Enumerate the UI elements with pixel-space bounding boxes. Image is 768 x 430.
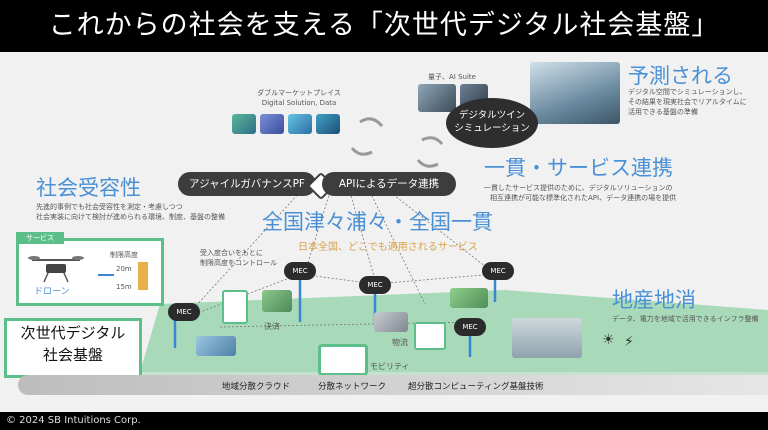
national-heading: 全国津々浦々・全国一貫 (262, 210, 493, 234)
copyright-text: © 2024 SB Intuitions Corp. (6, 415, 141, 426)
logistics-label: 物流 (392, 338, 408, 347)
city-twin-image (530, 62, 620, 124)
altitude-label: 制限高度 (110, 251, 138, 259)
consistent-service-description: 一貫したサービス提供のために、デジタルソリューションの 相互連携が可能な標準化さ… (484, 183, 676, 203)
marketplace-label-line2: Digital Solution, Data (261, 99, 337, 107)
mec-cloud-4: MEC (482, 262, 514, 280)
social-desc-line2: 社会実装に向けて検討が進められる環境、制度、基盤の整備 (36, 213, 225, 221)
drone-label: ドローン (34, 287, 70, 297)
solution-thumbnail-4 (316, 114, 340, 134)
local-heading: 地産地消 (612, 288, 696, 312)
base-item-computing-tech: 超分散コンピューティング基盤技術 (408, 382, 544, 392)
base-item-regional-cloud: 地域分散クラウド (222, 382, 291, 392)
local-description: データ、電力を地域で活用できるインフラ整備 (612, 315, 759, 323)
predict-description: デジタル空間でシミュレーションし、 その結果を現実社会でリアルタイムに 活用でき… (628, 87, 747, 117)
digital-twin-line2: シミュレーション (454, 123, 530, 134)
drone-icon (28, 256, 84, 283)
base-item-distributed-network: 分散ネットワーク (318, 382, 387, 392)
power-tower-icon: ⚡ (624, 334, 634, 350)
marketplace-label-line1: ダブルマーケットプレイス (257, 89, 341, 97)
solution-thumbnail-3 (288, 114, 312, 134)
national-subheading: 日本全国、どこでも適用されるサービス (298, 242, 478, 253)
agile-governance-pill: アジャイルガバナンスPF (178, 172, 316, 196)
service-tag: サービス (16, 232, 64, 244)
base-layer-bar (18, 375, 768, 395)
control-note-line2: 制限高度をコントロール (200, 259, 277, 267)
consistent-service-heading: 一貫・サービス連携 (484, 156, 673, 180)
consistent-desc-line1: 一貫したサービス提供のために、デジタルソリューションの (484, 184, 673, 192)
api-data-link-pill: APIによるデータ連携 (322, 172, 456, 196)
mec-cloud-2: MEC (284, 262, 316, 280)
marketplace-label: ダブルマーケットプレイス Digital Solution, Data (244, 88, 354, 108)
mobility-label: モビリティ (370, 362, 410, 371)
quantum-ai-label: 量子、AI Suite (428, 73, 476, 81)
digital-twin-text: デジタルツイン シミュレーション (446, 109, 538, 135)
farm-image (262, 290, 292, 312)
field-image (450, 288, 488, 308)
social-desc-line1: 先進的事例でも社会受容性を測定・考慮しつつ (36, 203, 183, 211)
nextgen-infrastructure-box (4, 318, 142, 378)
slide-title: これからの社会を支える「次世代デジタル社会基盤」 (48, 10, 720, 41)
digital-twin-line1: デジタルツイン (458, 110, 526, 121)
control-note: 受入度合いをもとに 制限高度をコントロール (200, 248, 277, 268)
control-note-line1: 受入度合いをもとに (200, 249, 263, 257)
mec-cloud-1: MEC (168, 303, 200, 321)
title-bar (0, 0, 768, 52)
warehouse-image (374, 312, 408, 332)
mec-cloud-5: MEC (454, 318, 486, 336)
quantum-thumbnail (418, 84, 456, 112)
altitude-arrow-icon (98, 274, 114, 276)
solar-power-icon: ☀ (602, 332, 615, 348)
predict-desc-line1: デジタル空間でシミュレーションし、 (628, 88, 747, 96)
mec-cloud-3: MEC (359, 276, 391, 294)
nextgen-line1: 次世代デジタル (20, 324, 126, 342)
nextgen-infrastructure-text: 次世代デジタル 社会基盤 (4, 322, 142, 366)
city-buildings-image (512, 318, 582, 358)
delivery-truck-icon (414, 322, 446, 350)
solution-thumbnail-1 (232, 114, 256, 134)
digital-twin-bubble (446, 98, 538, 148)
payment-terminal-image (222, 290, 248, 324)
footer-bar (0, 412, 768, 430)
solution-thumbnail-2 (260, 114, 284, 134)
predict-heading: 予測される (628, 64, 733, 88)
predict-desc-line2: その結果を現実社会でリアルタイムに (628, 98, 747, 106)
social-heading: 社会受容性 (36, 176, 141, 200)
settlement-label: 決済 (264, 322, 280, 331)
consistent-desc-line2: 相互連携が可能な標準化されたAPI、データ連携の場を提供 (490, 194, 677, 202)
autonomous-bus-icon (318, 344, 368, 376)
nextgen-line2: 社会基盤 (42, 346, 103, 364)
altitude-high: 20m (116, 265, 132, 273)
predict-desc-line3: 活用できる基盤の準備 (628, 108, 698, 116)
altitude-low: 15m (116, 283, 132, 291)
train-image (196, 336, 236, 356)
altitude-bar (138, 262, 148, 290)
social-description: 先進的事例でも社会受容性を測定・考慮しつつ 社会実装に向けて検討が進められる環境… (36, 202, 225, 222)
